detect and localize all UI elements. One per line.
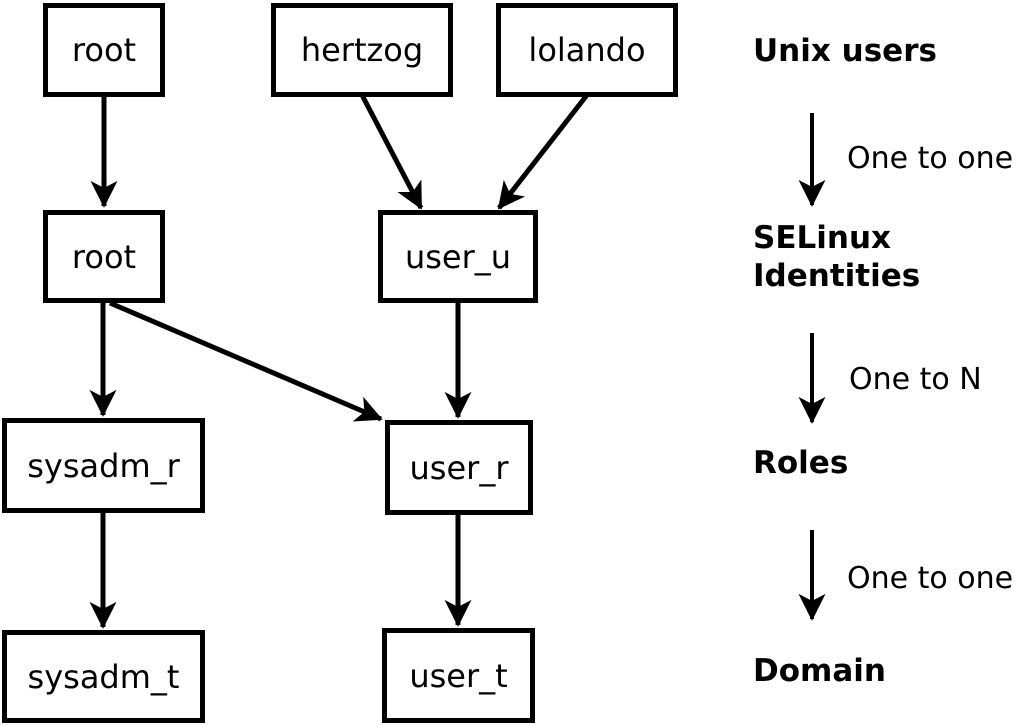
node-root-selinux: root	[43, 210, 165, 303]
arrow-root-selinux-to-user-r	[109, 300, 383, 422]
legend-one-to-n-identity-roles: One to N	[849, 362, 982, 397]
node-sysadm-r-label: sysadm_r	[27, 446, 180, 485]
arrow-hertzog-to-user-u	[359, 93, 424, 210]
node-lolando: lolando	[496, 3, 678, 97]
legend-domain: Domain	[753, 653, 886, 689]
arrow-lolando-to-user-u	[497, 93, 589, 210]
node-user-r-label: user_r	[409, 448, 509, 487]
node-hertzog: hertzog	[271, 3, 453, 97]
node-root-unix-label: root	[71, 31, 137, 69]
node-sysadm-t: sysadm_t	[2, 630, 205, 723]
node-user-u-label: user_u	[404, 237, 512, 276]
legend-selinux-identities: SELinux Identities	[753, 220, 921, 294]
node-user-t: user_t	[382, 628, 535, 723]
node-sysadm-t-label: sysadm_t	[27, 657, 180, 696]
node-sysadm-r: sysadm_r	[2, 418, 205, 513]
legend-roles: Roles	[753, 445, 849, 481]
node-root-selinux-label: root	[71, 237, 137, 276]
node-hertzog-label: hertzog	[300, 31, 424, 69]
node-root-unix: root	[43, 3, 165, 97]
legend-one-to-one-unix-identity: One to one	[847, 141, 1014, 176]
node-user-t-label: user_t	[409, 656, 508, 695]
node-user-r: user_r	[385, 420, 533, 515]
legend-unix-users: Unix users	[753, 33, 937, 69]
node-lolando-label: lolando	[528, 31, 646, 69]
legend-one-to-one-roles-domain: One to one	[847, 561, 1014, 596]
node-user-u: user_u	[378, 210, 538, 303]
